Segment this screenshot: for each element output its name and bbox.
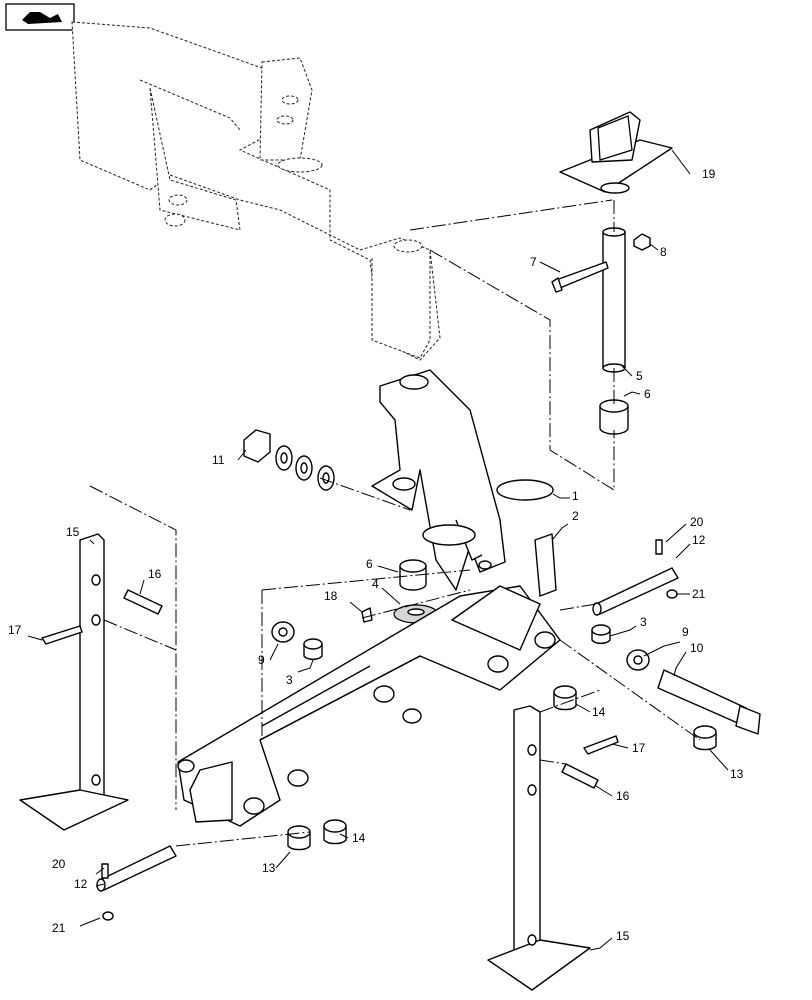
- washer-left: [271, 621, 295, 643]
- callout-12-right: 12: [692, 533, 706, 547]
- jack-stand-right: [487, 705, 591, 991]
- jack-stand-left: [19, 533, 129, 831]
- callout-10: 10: [690, 641, 704, 655]
- callout-14-right: 14: [592, 705, 606, 719]
- callout-5: 5: [636, 369, 643, 383]
- callout-labels: 1 2 3 3 4 5 6 6 7 8 9 9 10 11 12 12 13 1…: [8, 167, 744, 943]
- callout-13-right: 13: [730, 767, 744, 781]
- callout-6-left: 6: [366, 557, 373, 571]
- bolt-20-right: [655, 539, 663, 555]
- hair-clip-right: [583, 735, 619, 755]
- bushing-13-left: [287, 825, 311, 851]
- callout-20-left: 20: [52, 857, 66, 871]
- callout-21-right: 21: [692, 587, 706, 601]
- pin-bolt: [551, 261, 609, 293]
- bushing-left: [303, 638, 323, 661]
- nut-21-left: [102, 911, 114, 921]
- callout-12-left: 12: [74, 877, 88, 891]
- assembly-lines: [89, 199, 701, 847]
- callout-21-left: 21: [52, 921, 66, 935]
- callout-3-right: 3: [640, 615, 647, 629]
- callout-13-left: 13: [262, 861, 276, 875]
- callout-9-left: 9: [258, 653, 265, 667]
- callout-15-right: 15: [616, 929, 630, 943]
- pin-right: [592, 567, 679, 616]
- retaining-ring: [422, 479, 554, 546]
- pin-left: [96, 845, 177, 892]
- callout-2: 2: [572, 509, 579, 523]
- callout-8: 8: [660, 245, 667, 259]
- callout-4: 4: [372, 577, 379, 591]
- washer-right: [626, 649, 650, 671]
- mounting-frame-ghost: [71, 21, 441, 361]
- callout-6-right: 6: [644, 387, 651, 401]
- callout-9-right: 9: [682, 625, 689, 639]
- folder-arrow-icon[interactable]: [5, 3, 75, 31]
- callout-7: 7: [530, 255, 537, 269]
- hitch-bolt: [657, 669, 761, 735]
- bushing-14-right: [553, 685, 577, 711]
- callout-18: 18: [324, 589, 338, 603]
- callout-16-left: 16: [148, 567, 162, 581]
- callout-11: 11: [212, 453, 225, 467]
- callout-16-right: 16: [616, 789, 630, 803]
- stand-pin-left: [123, 589, 163, 615]
- grease-fitting: [361, 607, 373, 623]
- callout-17-right: 17: [632, 741, 646, 755]
- tongue-frame: [177, 585, 561, 827]
- washer-stack: [243, 429, 335, 491]
- callout-1: 1: [572, 489, 579, 503]
- swivel-bracket: [371, 369, 506, 591]
- lock-nut: [633, 233, 651, 251]
- bushing-13-right: [693, 725, 717, 751]
- handle-bracket: [559, 111, 673, 194]
- callout-14-left: 14: [352, 831, 366, 845]
- callout-15-left: 15: [66, 525, 80, 539]
- vertical-pin: [602, 227, 626, 373]
- leader-lines: [27, 149, 729, 951]
- bushing-14-left: [323, 819, 347, 845]
- stand-pin-right: [561, 763, 599, 789]
- bolt-20-left: [101, 863, 109, 879]
- callout-20-right: 20: [690, 515, 704, 529]
- hair-clip-left: [41, 625, 83, 645]
- callout-19: 19: [702, 167, 716, 181]
- nut-21-right: [666, 589, 678, 599]
- bushing-lower: [399, 559, 427, 591]
- bushing-upper: [599, 399, 629, 435]
- wear-pad: [534, 533, 557, 597]
- callout-17-left: 17: [8, 623, 22, 637]
- callout-3-left: 3: [286, 673, 293, 687]
- bushing-right: [591, 624, 611, 645]
